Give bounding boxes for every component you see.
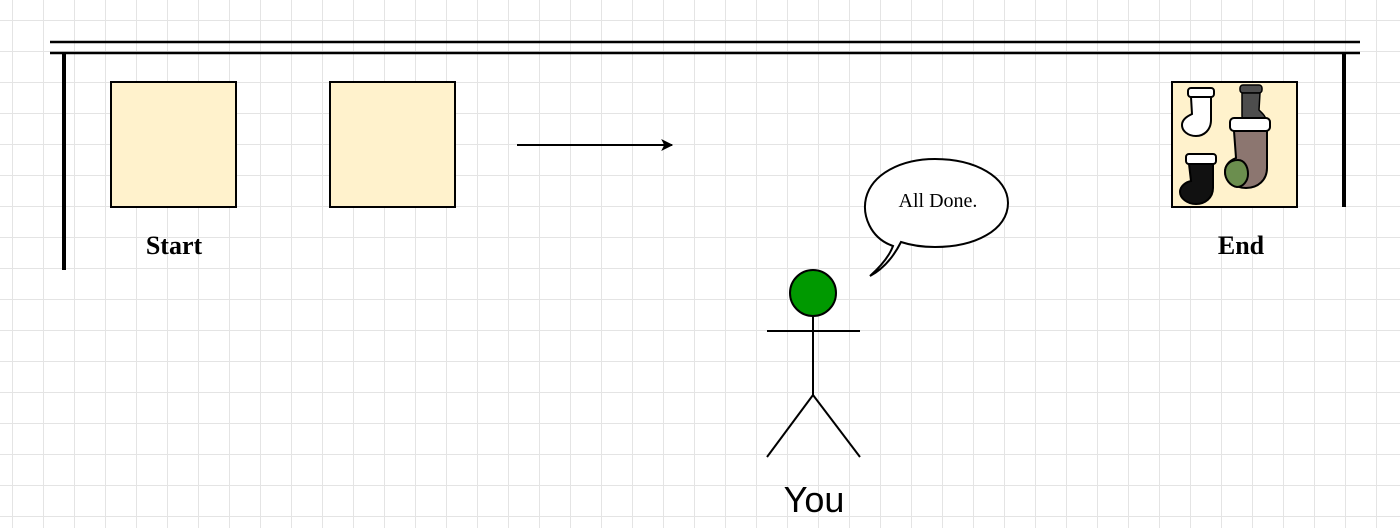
slot-start[interactable] xyxy=(110,81,237,208)
speech-bubble-text: All Done. xyxy=(899,190,978,212)
stick-figure[interactable] xyxy=(766,269,861,458)
white-stocking-icon xyxy=(1180,87,1215,138)
end-label: End xyxy=(1218,231,1265,260)
black-stocking-icon xyxy=(1178,153,1217,206)
start-label: Start xyxy=(146,231,203,260)
stick-figure-left-leg xyxy=(766,394,814,458)
stick-figure-right-leg xyxy=(812,394,861,458)
speech-bubble: All Done. xyxy=(864,157,1010,277)
slot-second[interactable] xyxy=(329,81,456,208)
stick-figure-head xyxy=(789,269,837,317)
person-label: You xyxy=(784,479,845,520)
mauve-stocking-icon xyxy=(1223,117,1271,190)
speech-bubble-shape xyxy=(864,157,1010,277)
slot-end[interactable] xyxy=(1171,81,1298,208)
clothesline-frame xyxy=(50,40,1360,270)
